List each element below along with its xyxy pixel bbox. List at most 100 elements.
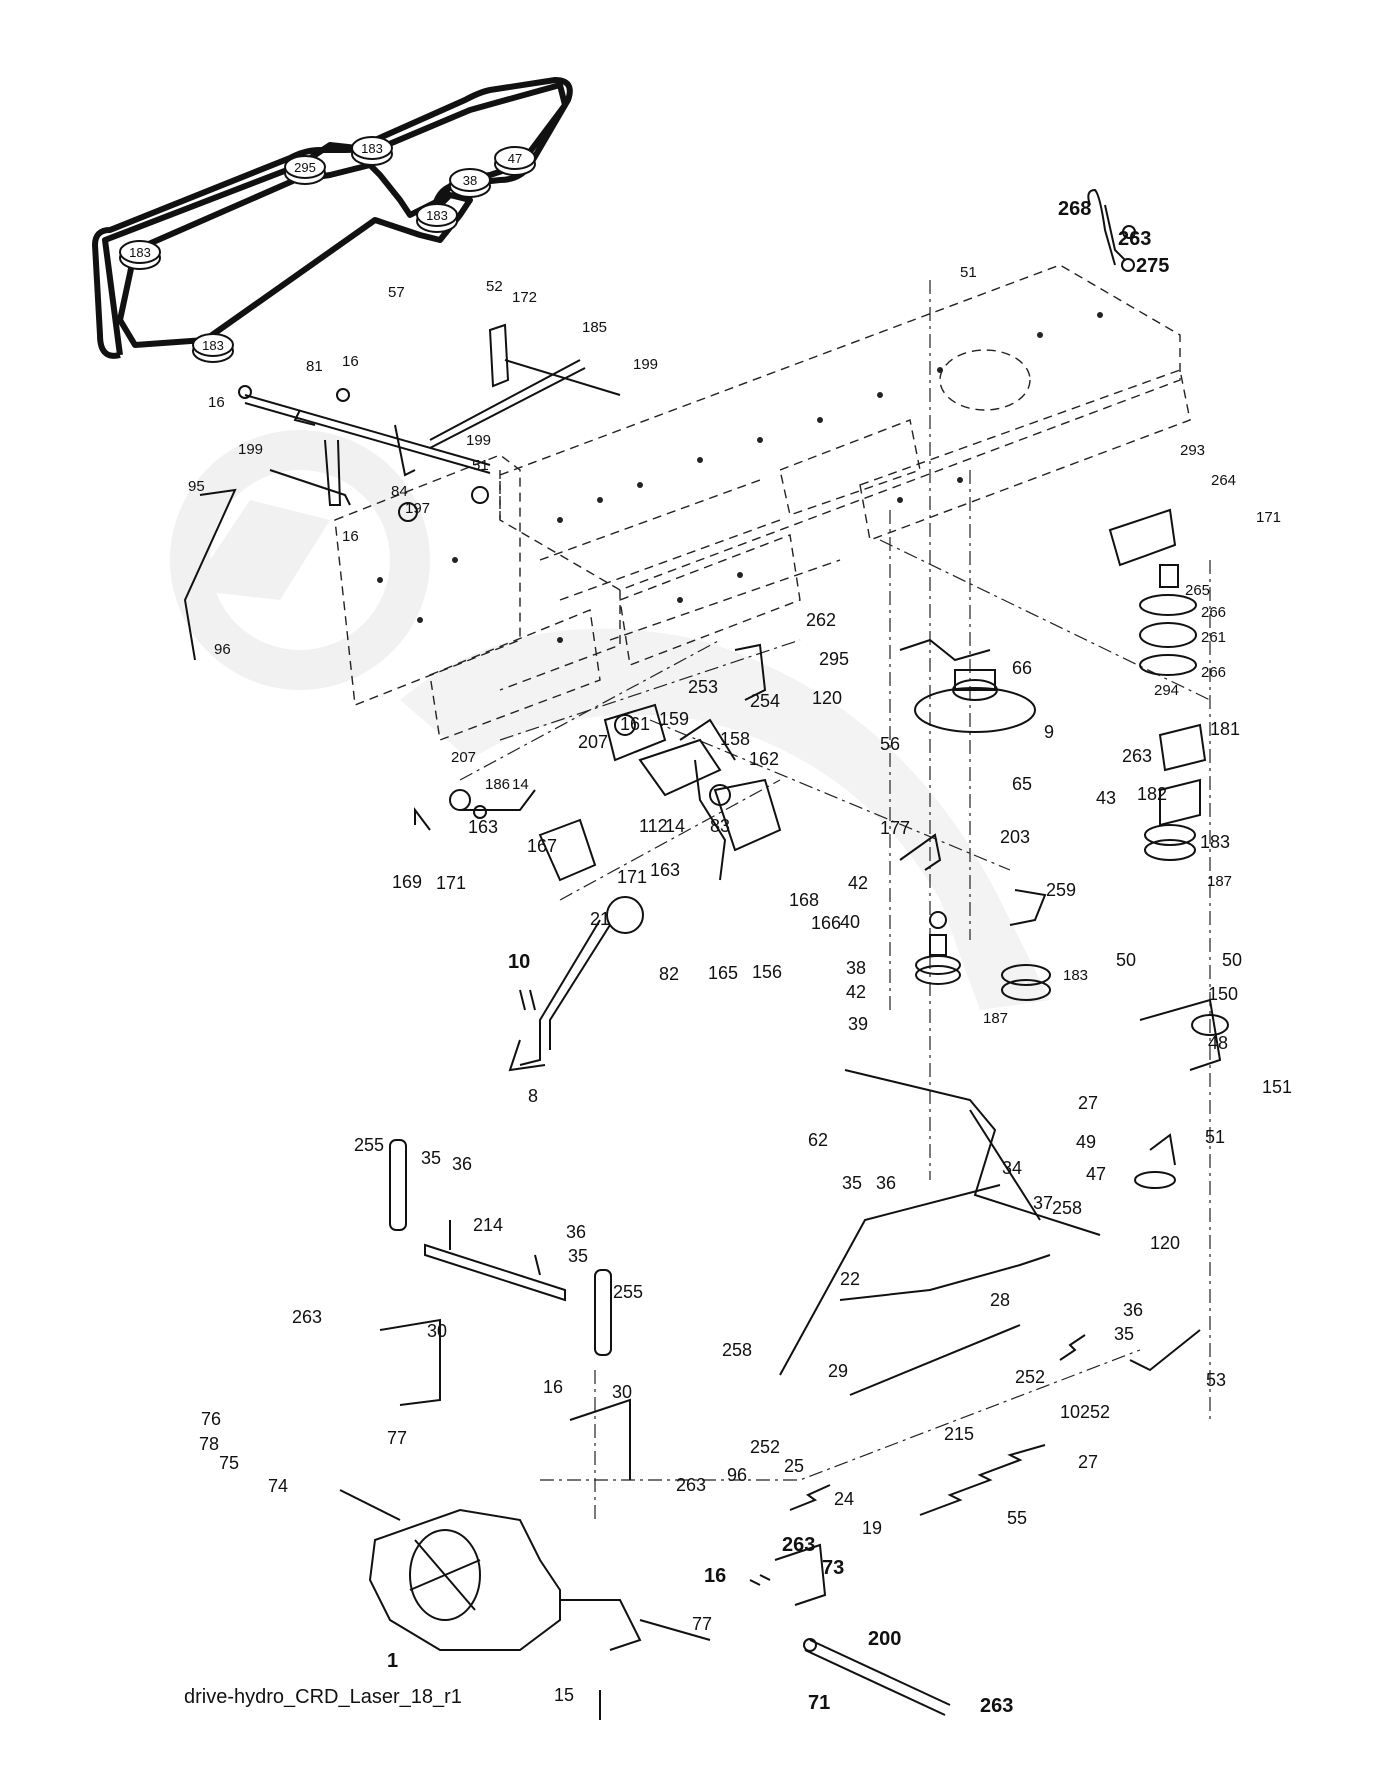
part-callout: 197 bbox=[405, 500, 430, 517]
part-callout: 36 bbox=[1123, 1300, 1143, 1320]
part-callout: 295 bbox=[819, 649, 849, 669]
part-callout: 16 bbox=[208, 394, 225, 411]
part-callout: 253 bbox=[688, 677, 718, 697]
part-callout: 47 bbox=[1086, 1164, 1106, 1184]
part-callout: 35 bbox=[842, 1173, 862, 1193]
part-callout: 172 bbox=[512, 289, 537, 306]
part-callout: 56 bbox=[880, 734, 900, 754]
part-callout: 10 bbox=[508, 951, 530, 973]
part-callout: 51 bbox=[960, 264, 977, 281]
part-callout: 255 bbox=[613, 1282, 643, 1302]
axle-linkage bbox=[379, 1139, 631, 1480]
pulley-label: 183 bbox=[202, 338, 224, 353]
part-callout: 29 bbox=[828, 1361, 848, 1381]
belt-pulley-2: 183 bbox=[351, 136, 393, 166]
part-callout: 49 bbox=[1076, 1132, 1096, 1152]
part-callout: 9 bbox=[1044, 722, 1054, 742]
part-callout: 21 bbox=[590, 909, 610, 929]
part-callout: 82 bbox=[659, 964, 679, 984]
part-callout: 265 bbox=[1185, 582, 1210, 599]
lower-brake-rods bbox=[749, 1543, 951, 1716]
part-callout: 168 bbox=[789, 890, 819, 910]
part-callout: 81 bbox=[306, 358, 323, 375]
part-callout: 1 bbox=[387, 1650, 398, 1672]
part-callout: 263 bbox=[676, 1475, 706, 1495]
part-callout: 293 bbox=[1180, 442, 1205, 459]
part-callout: 199 bbox=[466, 432, 491, 449]
part-callout: 120 bbox=[1150, 1233, 1180, 1253]
part-callout: 263 bbox=[1118, 228, 1151, 250]
part-callout: 255 bbox=[354, 1135, 384, 1155]
transaxle bbox=[339, 1489, 711, 1720]
belt-pulley-4: 38 bbox=[449, 168, 491, 198]
right-brake-linkage bbox=[779, 998, 1229, 1396]
part-callout: 203 bbox=[1000, 827, 1030, 847]
part-callout: 263 bbox=[782, 1534, 815, 1556]
part-callout: 254 bbox=[750, 691, 780, 711]
part-callout: 185 bbox=[582, 319, 607, 336]
part-callout: 75 bbox=[219, 1453, 239, 1473]
pulley-label: 183 bbox=[426, 208, 448, 223]
part-callout: 163 bbox=[468, 817, 498, 837]
part-callout: 15 bbox=[554, 1685, 574, 1705]
belt-pulley-1: 295 bbox=[284, 155, 326, 185]
part-callout: 40 bbox=[840, 912, 860, 932]
part-callout: 200 bbox=[868, 1628, 901, 1650]
part-callout: 177 bbox=[880, 818, 910, 838]
part-callout: 14 bbox=[665, 816, 685, 836]
part-callout: 74 bbox=[268, 1476, 288, 1496]
part-callout: 78 bbox=[199, 1434, 219, 1454]
part-callout: 182 bbox=[1137, 784, 1167, 804]
part-callout: 34 bbox=[1002, 1158, 1022, 1178]
part-callout: 42 bbox=[846, 982, 866, 1002]
part-callout: 27 bbox=[1078, 1452, 1098, 1472]
pulley-label: 295 bbox=[294, 160, 316, 175]
part-callout: 171 bbox=[1256, 509, 1281, 526]
part-callout: 37 bbox=[1033, 1193, 1053, 1213]
part-callout: 112 bbox=[639, 816, 668, 836]
part-callout: 163 bbox=[650, 860, 680, 880]
part-callout: 28 bbox=[990, 1290, 1010, 1310]
belt-pulley-6: 183 bbox=[192, 333, 234, 363]
drive-belt bbox=[92, 77, 573, 359]
part-callout: 207 bbox=[451, 749, 476, 766]
pulley-label: 183 bbox=[129, 245, 151, 260]
part-callout: 50 bbox=[1222, 950, 1242, 970]
part-callout: 71 bbox=[808, 1692, 830, 1714]
middle-brackets bbox=[414, 643, 782, 882]
part-callout: 84 bbox=[391, 483, 408, 500]
belt-pulley-0: 183 bbox=[119, 240, 161, 270]
part-callout: 27 bbox=[1078, 1093, 1098, 1113]
part-callout: 14 bbox=[512, 776, 529, 793]
part-callout: 52 bbox=[486, 278, 503, 295]
part-callout: 16 bbox=[704, 1565, 726, 1587]
part-callout: 183 bbox=[1200, 832, 1230, 852]
part-callout: 158 bbox=[720, 729, 750, 749]
part-callout: 263 bbox=[1122, 746, 1152, 766]
part-callout: 96 bbox=[214, 641, 231, 658]
part-callout: 268 bbox=[1058, 198, 1091, 220]
part-callout: 95 bbox=[188, 478, 205, 495]
part-callout: 30 bbox=[612, 1382, 632, 1402]
part-callout: 258 bbox=[722, 1340, 752, 1360]
part-callout: 215 bbox=[944, 1424, 974, 1444]
part-callout: 181 bbox=[1210, 719, 1240, 739]
part-callout: 159 bbox=[659, 709, 689, 729]
part-callout: 19 bbox=[862, 1518, 882, 1538]
part-callout: 151 bbox=[1262, 1077, 1292, 1097]
part-callout: 264 bbox=[1211, 472, 1236, 489]
watermark-logo bbox=[170, 430, 1050, 1010]
part-callout: 275 bbox=[1136, 255, 1169, 277]
part-callout: 35 bbox=[568, 1246, 588, 1266]
part-callout: 35 bbox=[421, 1148, 441, 1168]
part-callout: 258 bbox=[1052, 1198, 1082, 1218]
part-callout: 25 bbox=[784, 1456, 804, 1476]
part-callout: 261 bbox=[1201, 629, 1226, 646]
part-callout: 294 bbox=[1154, 682, 1179, 699]
belt-pulley-5: 183 bbox=[416, 203, 458, 233]
part-callout: 120 bbox=[812, 688, 842, 708]
upper-linkage bbox=[183, 323, 621, 661]
part-callout: 199 bbox=[238, 441, 263, 458]
part-callout: 24 bbox=[834, 1489, 854, 1509]
